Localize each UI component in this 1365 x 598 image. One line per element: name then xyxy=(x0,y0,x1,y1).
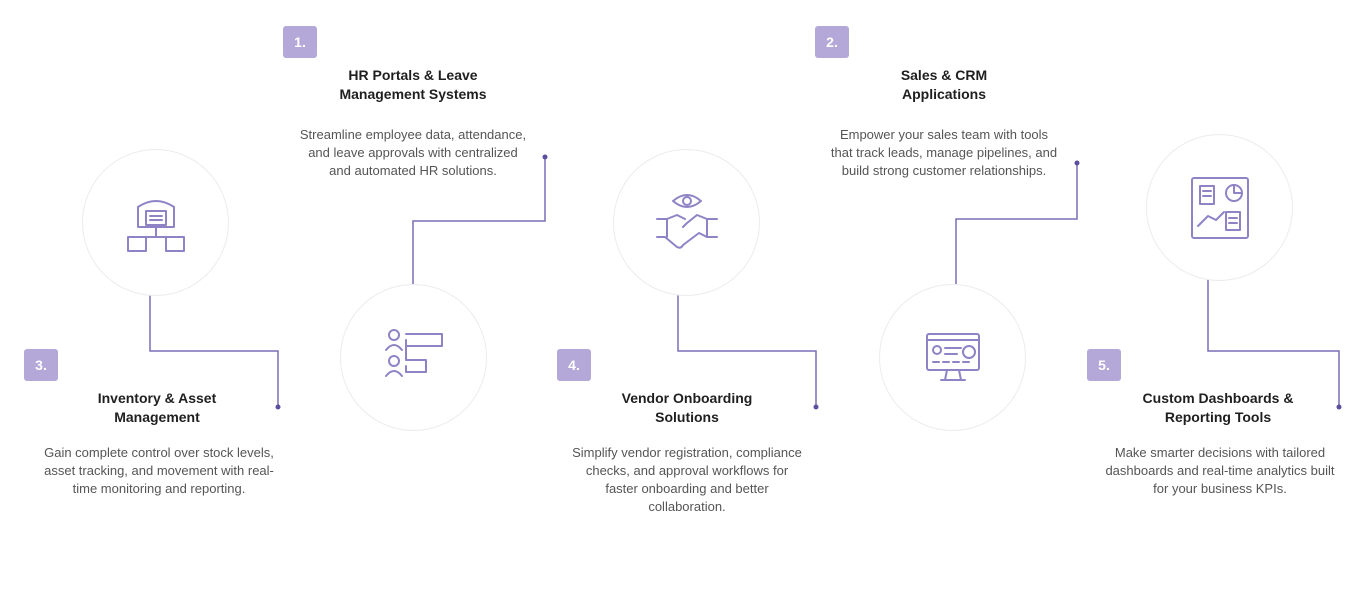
step-5-description: Make smarter decisions with tailored das… xyxy=(1105,445,1335,496)
step-4-description: Simplify vendor registration, compliance… xyxy=(572,445,802,514)
dashboard-report-icon xyxy=(1190,176,1249,239)
step-5-title: Custom Dashboards & Reporting Tools xyxy=(1142,390,1294,425)
step-3-badge: 3. xyxy=(24,349,58,381)
handshake-eye-icon xyxy=(655,193,718,249)
connector-5 xyxy=(1207,279,1340,406)
connector-3 xyxy=(149,295,279,406)
step-2-description: Empower your sales team with tools that … xyxy=(830,127,1058,178)
connector-2 xyxy=(955,163,1078,284)
step-4-circle xyxy=(613,149,760,296)
step-5-badge: 5. xyxy=(1087,349,1121,381)
step-1-title: HR Portals & Leave Management Systems xyxy=(339,67,487,102)
step-3-description: Gain complete control over stock levels,… xyxy=(44,445,274,496)
step-1-description: Streamline employee data, attendance, an… xyxy=(299,127,527,178)
crm-monitor-icon xyxy=(925,332,980,381)
connector-4 xyxy=(677,295,817,406)
step-3-title: Inventory & Asset Management xyxy=(97,390,217,425)
step-2-title: Sales & CRM Applications xyxy=(900,67,988,102)
step-1-badge: 1. xyxy=(283,26,317,58)
connector-1 xyxy=(412,157,546,284)
connector-1-dot xyxy=(542,154,548,160)
step-1-circle xyxy=(340,284,487,431)
step-4-badge: 4. xyxy=(557,349,591,381)
warehouse-network-icon xyxy=(126,199,185,252)
connector-5-dot xyxy=(1336,404,1342,410)
connector-4-dot xyxy=(813,404,819,410)
step-5-circle xyxy=(1146,134,1293,281)
step-3-circle xyxy=(82,149,229,296)
connector-2-dot xyxy=(1074,160,1080,166)
org-chart-icon xyxy=(384,328,443,377)
step-4-title: Vendor Onboarding Solutions xyxy=(621,390,753,425)
connector-3-dot xyxy=(275,404,281,410)
step-2-circle xyxy=(879,284,1026,431)
step-2-badge: 2. xyxy=(815,26,849,58)
